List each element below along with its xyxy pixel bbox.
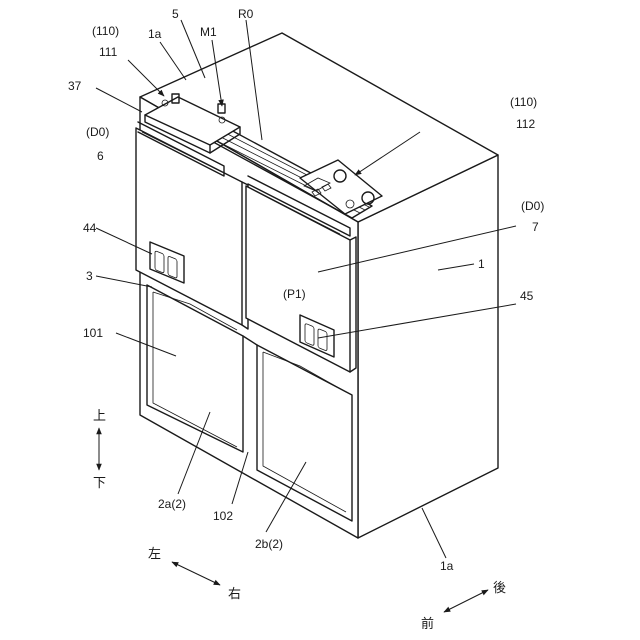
label-112: 112 — [516, 117, 535, 131]
label-r0: R0 — [238, 7, 254, 21]
label-45: 45 — [520, 289, 534, 303]
label-6: 6 — [97, 149, 104, 163]
label-1a-top: 1a — [148, 27, 162, 41]
dir-up: 上 — [93, 409, 106, 424]
label-110-a: (110) — [92, 24, 119, 38]
label-2b: 2b(2) — [255, 537, 283, 551]
label-d0-b: (D0) — [521, 199, 544, 213]
dir-right: 右 — [228, 587, 241, 602]
label-7: 7 — [532, 220, 539, 234]
dir-left: 左 — [148, 547, 161, 562]
label-37: 37 — [68, 79, 82, 93]
label-5: 5 — [172, 7, 179, 21]
dir-front: 前 — [421, 616, 434, 632]
label-1: 1 — [478, 257, 485, 271]
label-3: 3 — [86, 269, 93, 283]
label-p1: (P1) — [283, 287, 306, 301]
label-m1: M1 — [200, 25, 217, 39]
label-44: 44 — [83, 221, 97, 235]
dir-down: 下 — [93, 476, 106, 491]
label-111: 111 — [99, 45, 118, 59]
dir-back: 後 — [493, 581, 506, 596]
label-1a-bottom: 1a — [440, 559, 454, 573]
label-2a: 2a(2) — [158, 497, 186, 511]
label-110-b: (110) — [510, 95, 537, 109]
label-102: 102 — [213, 509, 233, 523]
label-101: 101 — [83, 326, 103, 340]
label-d0-a: (D0) — [86, 125, 109, 139]
